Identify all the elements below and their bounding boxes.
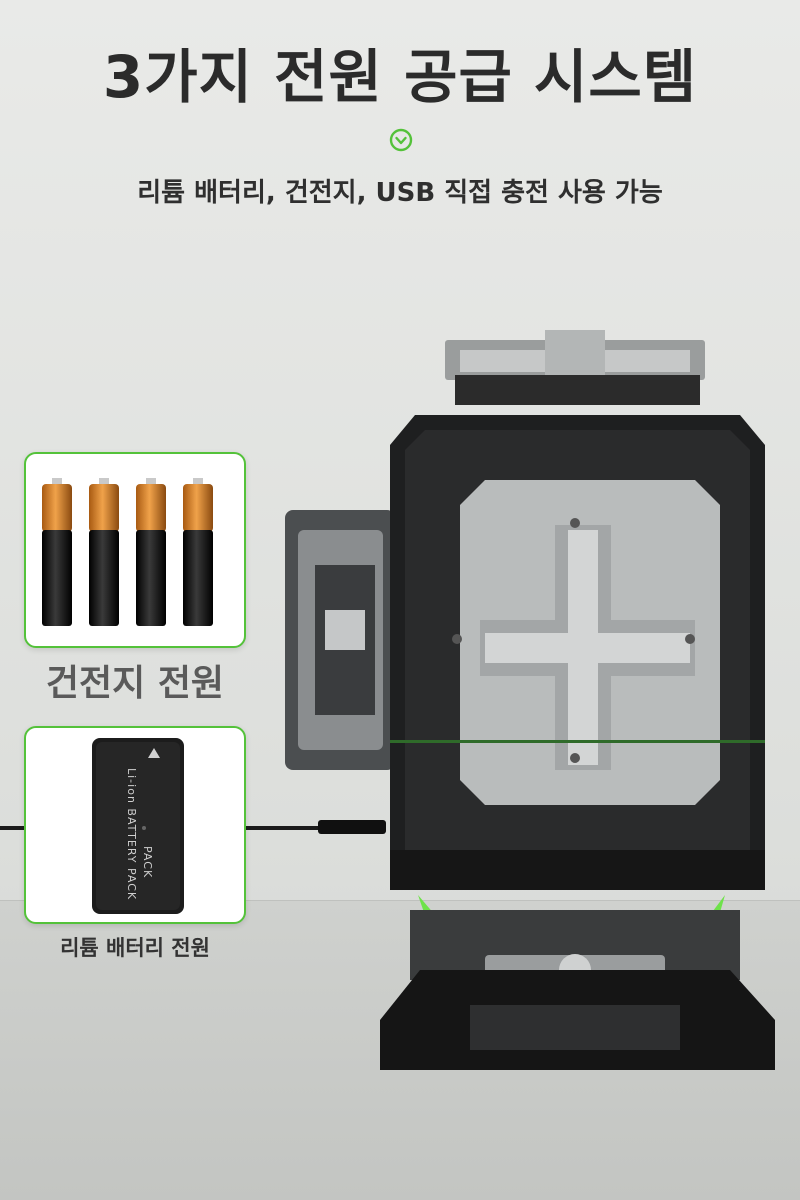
aa-battery-caption: 건전지 전원: [45, 663, 225, 704]
usb-cable-right: [244, 826, 319, 830]
laser-level-device: [285, 330, 775, 1070]
usb-plug: [318, 820, 386, 834]
lithium-battery-caption: 리튬 배터리 전원: [60, 936, 210, 960]
check-circle-icon: [389, 128, 413, 152]
li-ion-battery-pack-image: Li-ion BATTERY PACK PACK: [92, 738, 184, 914]
usb-cable-left: [0, 826, 26, 830]
aa-battery-card: [24, 452, 246, 648]
battery-pack-label: Li-ion BATTERY PACK: [125, 768, 138, 900]
lithium-battery-card: Li-ion BATTERY PACK PACK: [24, 726, 246, 924]
page-title: 3가지 전원 공급 시스템: [102, 43, 698, 111]
aa-batteries-image: [42, 478, 213, 626]
page-subtitle: 리튬 배터리, 건전지, USB 직접 충전 사용 가능: [137, 178, 663, 208]
battery-pack-label-2: PACK: [141, 846, 154, 878]
